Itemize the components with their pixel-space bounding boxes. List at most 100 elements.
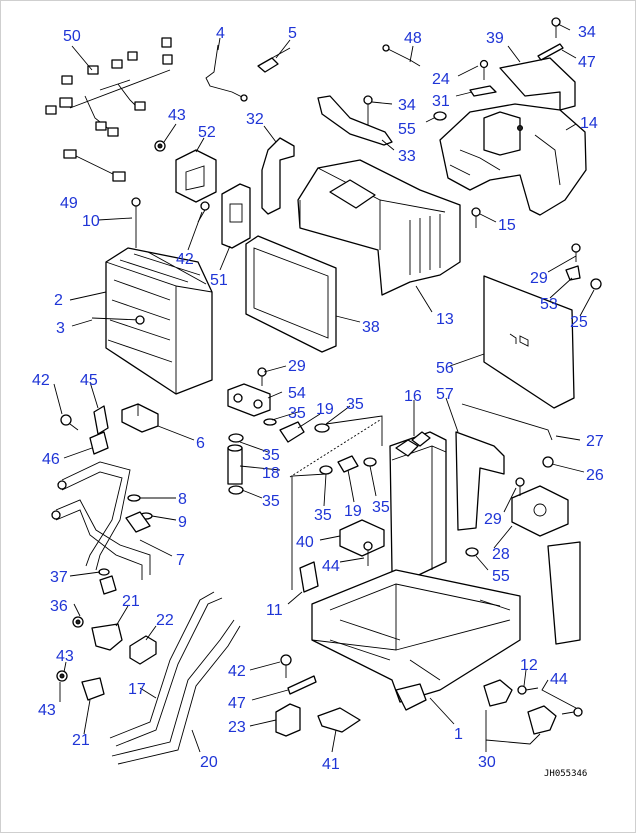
callout-28: 28 [492,546,510,563]
callout-41: 41 [322,756,340,773]
part-evaporator-2 [105,247,213,395]
callout-35: 35 [262,493,280,510]
callout-36: 36 [50,598,68,615]
part-sensor-47a [537,43,564,61]
part-valve-6 [121,403,159,433]
callout-29: 29 [530,270,548,287]
callout-24: 24 [432,71,450,88]
callout-34: 34 [578,24,596,41]
part-link-26 [542,456,554,468]
callout-43: 43 [38,702,56,719]
callout-48: 48 [404,30,422,47]
callout-6: 6 [196,435,205,452]
callout-55: 55 [492,568,510,585]
part-bracket-9b [125,511,151,533]
callout-50: 50 [63,28,81,45]
callout-49: 49 [60,195,78,212]
part-bolt-12 [517,685,539,695]
part-block-11 [299,561,319,593]
part-bracket-45 [93,405,109,435]
part-bracket-32 [261,137,295,215]
part-sensor-48 [382,44,421,67]
callout-38: 38 [362,319,380,336]
callout-52: 52 [198,124,216,141]
part-grommet-30b [527,705,557,735]
callout-25: 25 [570,314,588,331]
part-screw-43a [154,140,166,152]
part-screw-15 [471,207,481,228]
part-screw-29c [515,477,525,496]
part-blower-case-13 [297,159,461,296]
part-screw-24 [479,59,489,80]
part-clamp-35c [314,423,330,433]
callout-22: 22 [156,612,174,629]
part-sensor-3 [91,315,145,325]
callout-13: 13 [436,311,454,328]
leader-lines [53,23,595,753]
callout-7: 7 [176,552,185,569]
part-hose-19a [279,421,305,443]
part-cover-57 [455,431,505,531]
callout-35: 35 [372,499,390,516]
part-bolt-42c [280,654,292,678]
part-plate-51 [221,183,251,249]
part-filter-56 [483,275,575,409]
part-oring-37 [98,568,110,576]
callout-19: 19 [316,401,334,418]
part-bracket-33 [317,95,393,146]
part-actuator-28 [511,485,569,537]
callout-51: 51 [210,272,228,289]
callout-23: 23 [228,719,246,736]
callout-20: 20 [200,754,218,771]
part-clamp-35d [263,418,277,426]
part-bracket-40 [339,519,385,557]
callout-11: 11 [266,602,283,619]
callout-39: 39 [486,30,504,47]
part-pipe-7 [51,461,151,580]
part-wiring-harness [45,37,173,137]
callout-43: 43 [168,107,186,124]
callout-31: 31 [432,93,450,110]
part-clamp-35e [319,465,333,475]
part-valve-54 [227,383,271,417]
callout-29: 29 [484,511,502,528]
part-drawings [45,17,602,765]
callout-27: 27 [586,433,604,450]
callout-19: 19 [344,503,362,520]
callout-10: 10 [82,213,100,230]
callout-16: 16 [404,388,422,405]
callout-8: 8 [178,491,187,508]
callout-29: 29 [288,358,306,375]
part-plate-right [547,541,581,645]
callout-57: 57 [436,386,454,403]
callout-5: 5 [288,25,297,42]
callout-33: 33 [398,148,416,165]
drawing-code: JH055346 [544,769,587,779]
callout-9: 9 [178,514,187,531]
part-duct-14 [439,103,587,216]
part-bracket-23 [275,703,301,737]
part-clip-21a [91,623,123,651]
callout-47: 47 [578,54,596,71]
callout-42: 42 [228,663,246,680]
part-knob-25 [590,278,602,290]
callout-21: 21 [72,732,90,749]
part-screw-43b [72,616,84,628]
part-hose-17 [109,591,223,747]
callout-17: 17 [128,681,146,698]
part-cap-55b [465,547,479,557]
callout-2: 2 [54,292,63,309]
callout-46: 46 [42,451,60,468]
part-seal-38 [245,235,337,353]
part-clamp-35a [228,433,244,443]
part-sub-harness [63,149,126,182]
part-hose-19b [337,455,359,473]
part-bracket-39 [499,57,576,111]
callout-1: 1 [454,726,463,743]
callout-35: 35 [288,405,306,422]
part-lower-case-1 [311,569,521,711]
part-grommet-30a [483,679,513,707]
part-clip-5 [257,47,291,73]
part-clip-31 [469,85,497,97]
